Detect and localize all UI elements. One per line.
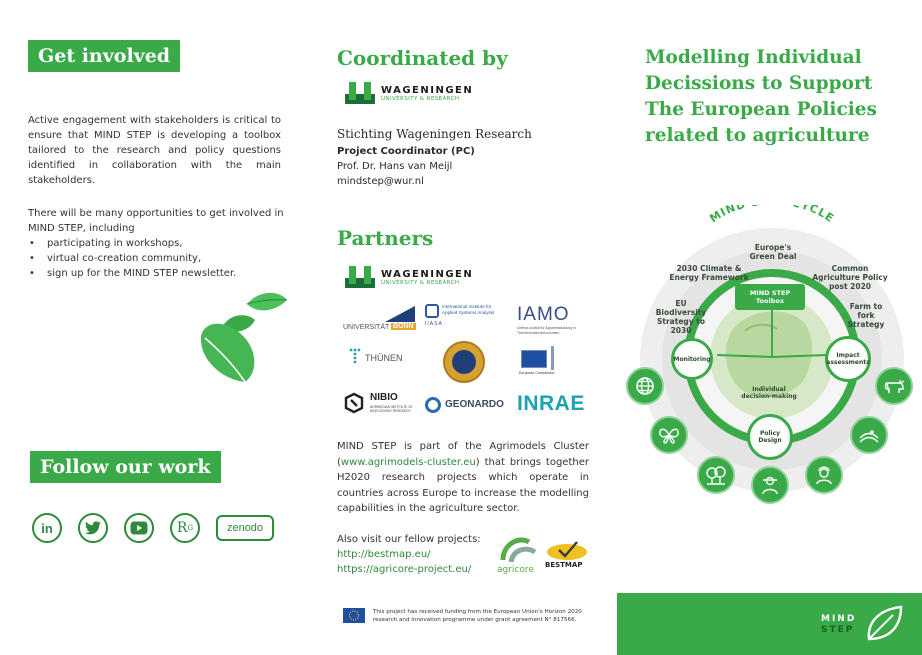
cluster-paragraph: MIND STEP is part of the Agrimodels Clus… bbox=[337, 441, 589, 514]
visit-text: Also visit our fellow projects: bbox=[337, 534, 481, 545]
node-policy-design: Policy Design bbox=[747, 414, 793, 460]
thuenen-logo: THÜNEN bbox=[349, 348, 409, 370]
coordinated-heading: Coordinated by bbox=[337, 46, 508, 70]
wageningen-subtitle: UNIVERSITY & RESEARCH bbox=[381, 279, 460, 286]
geonardo-mark-icon bbox=[425, 397, 441, 413]
nibio-logo: NIBIO NORWEGIAN INSTITUTE OF BIOECONOMY … bbox=[343, 390, 421, 416]
get-involved-heading: Get involved bbox=[28, 40, 181, 72]
leaf-logo-icon bbox=[867, 605, 903, 641]
node-impact-assessments: Impact assessments bbox=[825, 336, 871, 382]
engagement-paragraph: Active engagement with stakeholders is c… bbox=[28, 115, 281, 186]
worker-icon bbox=[805, 456, 843, 494]
trees-icon bbox=[697, 456, 735, 494]
brand-wordmark: MIND STEP bbox=[821, 614, 857, 635]
label-biodiversity: EU Biodiversity Strategy to 2030 bbox=[655, 299, 707, 335]
agricore-mark-icon bbox=[500, 537, 537, 563]
partners-heading: Partners bbox=[337, 226, 434, 250]
agricore-logo: agricore bbox=[497, 532, 541, 576]
coordinator-role: Project Coordinator (PC) bbox=[337, 146, 475, 157]
follow-heading: Follow our work bbox=[30, 451, 221, 483]
university-seal-icon bbox=[443, 341, 485, 383]
label-individual-decision: Individual decision-making bbox=[741, 386, 797, 400]
agricore-link[interactable]: https://agricore-project.eu/ bbox=[337, 564, 472, 575]
wageningen-name: WAGENINGEN bbox=[381, 268, 474, 280]
linkedin-icon[interactable]: in bbox=[32, 513, 62, 543]
coordinator-email[interactable]: mindstep@wur.nl bbox=[337, 176, 424, 187]
eu-flag-icon bbox=[521, 350, 547, 368]
eu-flag-icon bbox=[343, 608, 365, 623]
middle-panel: Coordinated by WAGENINGEN UNIVERSITY & R… bbox=[305, 0, 617, 655]
fields-icon bbox=[850, 416, 888, 454]
label-cap-2020: Common Agriculture Policy post 2020 bbox=[812, 264, 888, 291]
wageningen-subtitle: UNIVERSITY & RESEARCH bbox=[381, 95, 460, 102]
node-monitoring: Monitoring bbox=[671, 338, 713, 380]
wageningen-partner-logo: WAGENINGEN UNIVERSITY & RESEARCH bbox=[345, 266, 473, 288]
iiasa-logo: International Institute for Applied Syst… bbox=[425, 304, 495, 327]
brochure-title: Modelling Individual Decissions to Suppo… bbox=[645, 47, 877, 146]
wageningen-mark-icon bbox=[345, 266, 375, 288]
farmer-icon bbox=[751, 466, 789, 504]
agrimodels-link[interactable]: www.agrimodels-cluster.eu bbox=[340, 456, 476, 468]
bestmap-logo: BESTMAP bbox=[543, 538, 591, 572]
opportunities-paragraph: There will be many opportunities to get … bbox=[28, 208, 284, 234]
label-farm-to-fork: Farm to fork Strategy bbox=[847, 302, 885, 329]
toolbox-badge: MIND STEP Toolbox bbox=[735, 284, 805, 310]
bonn-logo: UNIVERSITÄT BONN bbox=[343, 306, 417, 334]
youtube-icon[interactable] bbox=[124, 513, 154, 543]
globe-icon bbox=[626, 367, 664, 405]
list-item: participating in workshops, bbox=[28, 236, 288, 251]
twitter-icon[interactable] bbox=[78, 513, 108, 543]
bestmap-mark-icon bbox=[547, 541, 587, 560]
iamo-logo: IAMO Leibniz-Institut für Agrarentwicklu… bbox=[517, 304, 576, 335]
wageningen-name: WAGENINGEN bbox=[381, 84, 474, 96]
inrae-logo: INRAE bbox=[517, 392, 585, 415]
european-commission-logo: European Commission bbox=[519, 344, 575, 380]
geonardo-logo: GEONARDO bbox=[425, 396, 505, 416]
list-item: sign up for the MIND STEP newsletter. bbox=[28, 266, 288, 281]
bonn-mark-icon bbox=[385, 306, 415, 322]
iiasa-mark-icon bbox=[425, 304, 439, 318]
thuenen-mark-icon bbox=[349, 348, 361, 364]
cycle-title: MIND STEP CYCLE bbox=[707, 205, 836, 225]
coordinator-person: Prof. Dr. Hans van Meijl bbox=[337, 161, 453, 172]
label-green-deal: Europe's Green Deal bbox=[749, 243, 797, 261]
cow-icon bbox=[875, 367, 913, 405]
zenodo-icon[interactable]: zenodo bbox=[216, 515, 274, 541]
right-panel: Modelling Individual Decissions to Suppo… bbox=[617, 0, 922, 655]
list-item: virtual co-creation community, bbox=[28, 251, 288, 266]
funding-statement: This project has received funding from t… bbox=[373, 609, 582, 623]
butterfly-icon bbox=[650, 416, 688, 454]
nibio-mark-icon bbox=[344, 392, 364, 414]
wageningen-mark-icon bbox=[345, 82, 375, 104]
involvement-list: participating in workshops, virtual co-c… bbox=[28, 236, 288, 281]
coordinator-org: Stichting Wageningen Research bbox=[337, 127, 532, 141]
label-climate-energy: 2030 Climate & Energy Framework bbox=[669, 264, 749, 282]
brand-bar: MIND STEP bbox=[617, 593, 922, 655]
left-panel: Get involved Active engagement with stak… bbox=[0, 0, 305, 655]
leaves-illustration bbox=[200, 292, 288, 383]
wageningen-logo: WAGENINGEN UNIVERSITY & RESEARCH bbox=[345, 82, 473, 104]
bestmap-link[interactable]: http://bestmap.eu/ bbox=[337, 549, 431, 560]
